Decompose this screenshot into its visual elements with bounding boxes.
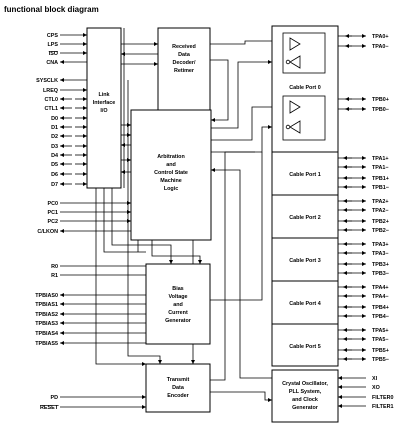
port0-buffer-symbols bbox=[282, 32, 326, 141]
pin-d3-label: D3 bbox=[51, 144, 58, 150]
arbitration-to-port0 bbox=[211, 60, 272, 129]
pin-c-lkon-label: C/LKON bbox=[37, 229, 58, 235]
cable-port-5-label: Cable Port 5 bbox=[289, 344, 320, 350]
pin-tpb1--label: TPB1− bbox=[372, 185, 389, 191]
pin-tpb2--label: TPB2+ bbox=[372, 219, 389, 225]
pin-tpb5--label: TPB5+ bbox=[372, 348, 389, 354]
pin-tpa0--label: TPA0+ bbox=[372, 34, 389, 40]
pin-pc2-label: PC2 bbox=[48, 219, 59, 225]
transmit-to-clock bbox=[210, 391, 272, 402]
pin-d2-label: D2 bbox=[51, 134, 58, 140]
pin-d5-label: D5 bbox=[51, 162, 58, 168]
pin-tpa1--label: TPA1+ bbox=[372, 156, 389, 162]
pin-xi-label: XI bbox=[372, 376, 378, 382]
pin-d0-label: D0 bbox=[51, 116, 58, 122]
pin-tpa1--label: TPA1− bbox=[372, 165, 389, 171]
pin-xo-label: XO bbox=[372, 385, 380, 391]
pin-tpb2--label: TPB2− bbox=[372, 228, 389, 234]
pin-tpa2--label: TPA2− bbox=[372, 208, 389, 214]
pin-iso-label: ISO bbox=[49, 51, 58, 57]
pin-tpbias2-label: TPBIAS2 bbox=[35, 312, 58, 318]
pin-tpbias5-label: TPBIAS5 bbox=[35, 341, 58, 347]
pin-cps-label: CPS bbox=[47, 33, 58, 39]
sysclk-to-transmit bbox=[127, 80, 162, 364]
pin-d6-label: D6 bbox=[51, 172, 58, 178]
pin-pd-label: PD bbox=[51, 395, 59, 401]
pin-ctl0-label: CTL0 bbox=[45, 97, 58, 103]
pin-tpb3--label: TPB3− bbox=[372, 271, 389, 277]
pin-tpb1--label: TPB1+ bbox=[372, 176, 389, 182]
right-pin-labels: TPA0+ TPA0− TPB0+ TPB0− TPA1+ TPA1− TPB1+ TPB1−… bbox=[372, 34, 393, 410]
pin-tpa5--label: TPA5− bbox=[372, 337, 389, 343]
pin-tpb0--label: TPB0− bbox=[372, 107, 389, 113]
cable-port-2-label: Cable Port 2 bbox=[289, 215, 320, 221]
pin-pc0-label: PC0 bbox=[48, 201, 59, 207]
left-pin-labels: CPS LPS ISO CNA SYSCLK LREQ CTL0CTL1D0D1D2D3D4… bbox=[35, 33, 59, 411]
bias-to-ports bbox=[210, 152, 263, 301]
diagram-title: functional block diagram bbox=[4, 5, 99, 14]
arbitration-to-port0-b bbox=[211, 105, 290, 141]
decoder-to-port0 bbox=[210, 39, 290, 45]
pin-tpa4--label: TPA4+ bbox=[372, 285, 389, 291]
arbitration-to-port0-c bbox=[211, 125, 272, 153]
pin-tpa3--label: TPA3− bbox=[372, 251, 389, 257]
pin-r1-label: R1 bbox=[51, 273, 58, 279]
pin-filter0-label: FILTER0 bbox=[372, 395, 393, 401]
pin-sysclk-label: SYSCLK bbox=[36, 78, 58, 84]
cable-port-stack: Cable Port 0 Cable Port 1 Cable Port 2 C… bbox=[271, 25, 339, 367]
link-to-bias bbox=[111, 188, 173, 264]
pin-tpbias0-label: TPBIAS0 bbox=[35, 293, 58, 299]
cable-port-3-label: Cable Port 3 bbox=[289, 258, 320, 264]
pin-r0-label: R0 bbox=[51, 264, 58, 270]
pin-cna-label: CNA bbox=[46, 60, 58, 66]
pin-d4-label: D4 bbox=[51, 153, 58, 159]
cable-port-1-label: Cable Port 1 bbox=[289, 172, 320, 178]
link-to-transmit bbox=[95, 188, 146, 366]
pin-tpa2--label: TPA2+ bbox=[372, 199, 389, 205]
link-bus bbox=[103, 188, 146, 253]
pin-tpbias1-label: TPBIAS1 bbox=[35, 302, 58, 308]
pin-tpb4--label: TPB4+ bbox=[372, 305, 389, 311]
pin-lps-label: LPS bbox=[48, 42, 59, 48]
pin-lreq-label: LREQ bbox=[43, 88, 58, 94]
pin-tpb0--label: TPB0+ bbox=[372, 97, 389, 103]
pin-tpb4--label: TPB4− bbox=[372, 314, 389, 320]
transmit-to-ports bbox=[210, 151, 255, 381]
pin-tpa3--label: TPA3+ bbox=[372, 242, 389, 248]
pin-tpb3--label: TPB3+ bbox=[372, 262, 389, 268]
pin-d1-label: D1 bbox=[51, 125, 58, 131]
pin-pc1-label: PC1 bbox=[48, 210, 59, 216]
pin-tpa4--label: TPA4− bbox=[372, 294, 389, 300]
pin-ctl1-label: CTL1 bbox=[45, 106, 58, 112]
pin-tpbias3-label: TPBIAS3 bbox=[35, 321, 58, 327]
pin-reset-label: RESET bbox=[40, 405, 59, 411]
svg-text:Crystal Oscillator,PLL System,: Crystal Oscillator,PLL System,and ClockG… bbox=[282, 381, 328, 411]
cable-port-4-label: Cable Port 4 bbox=[289, 301, 320, 307]
cable-port-0-label: Cable Port 0 bbox=[289, 85, 320, 91]
arbitration-to-bias bbox=[151, 240, 202, 264]
decoder-to-arbitration bbox=[210, 59, 229, 122]
pin-filter1-label: FILTER1 bbox=[372, 404, 393, 410]
pin-tpa5--label: TPA5+ bbox=[372, 328, 389, 334]
clock-to-arbitration bbox=[211, 168, 272, 379]
pin-tpbias4-label: TPBIAS4 bbox=[35, 331, 58, 337]
pin-d7-label: D7 bbox=[51, 182, 58, 188]
pin-tpa0--label: TPA0− bbox=[372, 44, 389, 50]
pin-tpb5--label: TPB5− bbox=[372, 357, 389, 363]
